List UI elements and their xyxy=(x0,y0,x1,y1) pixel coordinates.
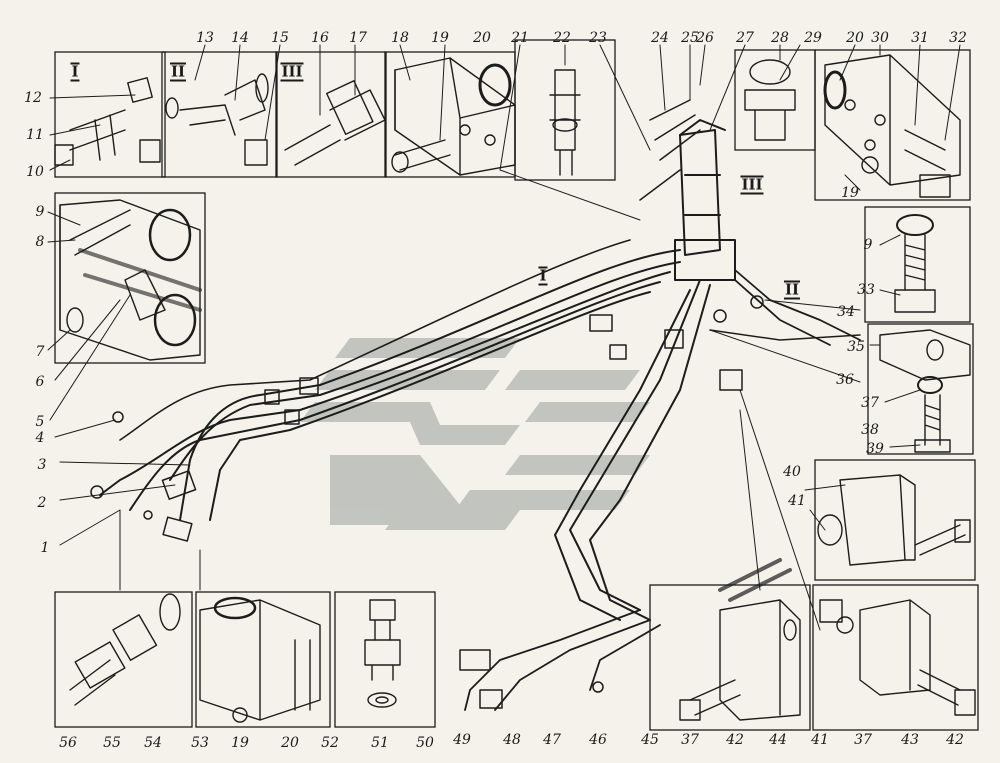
callout-41-bottom: 41 xyxy=(811,732,829,748)
callout-49: 49 xyxy=(453,732,471,748)
callout-17: 17 xyxy=(349,30,367,46)
callout-13: 13 xyxy=(196,30,214,46)
callout-19-right: 19 xyxy=(841,185,859,201)
callout-4: 4 xyxy=(35,430,45,446)
view-marker-inset-I: I xyxy=(70,62,80,82)
view-marker-main-I: I xyxy=(538,266,548,286)
callout-2: 2 xyxy=(37,495,47,511)
callout-leader-lines xyxy=(47,44,961,631)
callout-31: 31 xyxy=(911,30,929,46)
callout-29: 29 xyxy=(804,30,822,46)
callout-52: 52 xyxy=(321,735,339,751)
callout-21: 21 xyxy=(511,30,529,46)
callout-19-bottom: 19 xyxy=(231,735,249,751)
callout-1: 1 xyxy=(40,540,50,556)
callout-38: 38 xyxy=(861,422,879,438)
callout-55: 55 xyxy=(103,735,121,751)
callout-54: 54 xyxy=(144,735,162,751)
callout-44: 44 xyxy=(769,732,787,748)
callout-46: 46 xyxy=(589,732,607,748)
callout-47: 47 xyxy=(543,732,561,748)
callout-12: 12 xyxy=(24,90,42,106)
callout-18: 18 xyxy=(391,30,409,46)
callout-19-top: 19 xyxy=(431,30,449,46)
callout-39: 39 xyxy=(866,441,884,457)
callout-35: 35 xyxy=(847,339,865,355)
inset-part-sketches xyxy=(54,54,976,723)
callout-33: 33 xyxy=(857,282,875,298)
callout-5: 5 xyxy=(35,414,45,430)
callout-11: 11 xyxy=(26,127,44,143)
callout-56: 56 xyxy=(59,735,77,751)
callout-41-right: 41 xyxy=(788,493,806,509)
callout-36: 36 xyxy=(836,372,854,388)
callout-37-bottom-b: 37 xyxy=(854,732,872,748)
main-pipe-assembly xyxy=(90,99,861,711)
callout-14: 14 xyxy=(231,30,249,46)
callout-3: 3 xyxy=(37,457,47,473)
callout-51: 51 xyxy=(371,735,389,751)
callout-23: 23 xyxy=(589,30,607,46)
callout-24: 24 xyxy=(651,30,669,46)
callout-20-top: 20 xyxy=(473,30,491,46)
view-marker-inset-III: III xyxy=(280,62,304,82)
callout-27: 27 xyxy=(736,30,754,46)
callout-22: 22 xyxy=(553,30,571,46)
callout-42-b: 42 xyxy=(946,732,964,748)
callout-40: 40 xyxy=(783,464,801,480)
callout-6: 6 xyxy=(35,374,45,390)
callout-32: 32 xyxy=(949,30,967,46)
callout-37-right: 37 xyxy=(861,395,879,411)
callout-25: 25 xyxy=(681,30,699,46)
callout-30: 30 xyxy=(871,30,889,46)
view-marker-main-III: III xyxy=(740,175,764,195)
watermark-logo xyxy=(300,338,650,530)
callout-48: 48 xyxy=(503,732,521,748)
callout-53: 53 xyxy=(191,735,209,751)
callout-28: 28 xyxy=(771,30,789,46)
callout-9-right: 9 xyxy=(863,237,873,253)
callout-15: 15 xyxy=(271,30,289,46)
callout-45: 45 xyxy=(641,732,659,748)
callout-9-left: 9 xyxy=(35,204,45,220)
callout-42-a: 42 xyxy=(726,732,744,748)
callout-8: 8 xyxy=(35,234,45,250)
callout-10: 10 xyxy=(26,164,44,180)
callout-26: 26 xyxy=(696,30,714,46)
view-marker-inset-II: II xyxy=(169,62,187,82)
callout-50: 50 xyxy=(416,735,434,751)
callout-43: 43 xyxy=(901,732,919,748)
callout-34: 34 xyxy=(837,304,855,320)
callout-7: 7 xyxy=(35,344,45,360)
callout-20-bottom: 20 xyxy=(281,735,299,751)
callout-37-bottom-a: 37 xyxy=(681,732,699,748)
callout-20-right: 20 xyxy=(846,30,864,46)
view-marker-main-II: II xyxy=(783,280,801,300)
callout-16: 16 xyxy=(311,30,329,46)
